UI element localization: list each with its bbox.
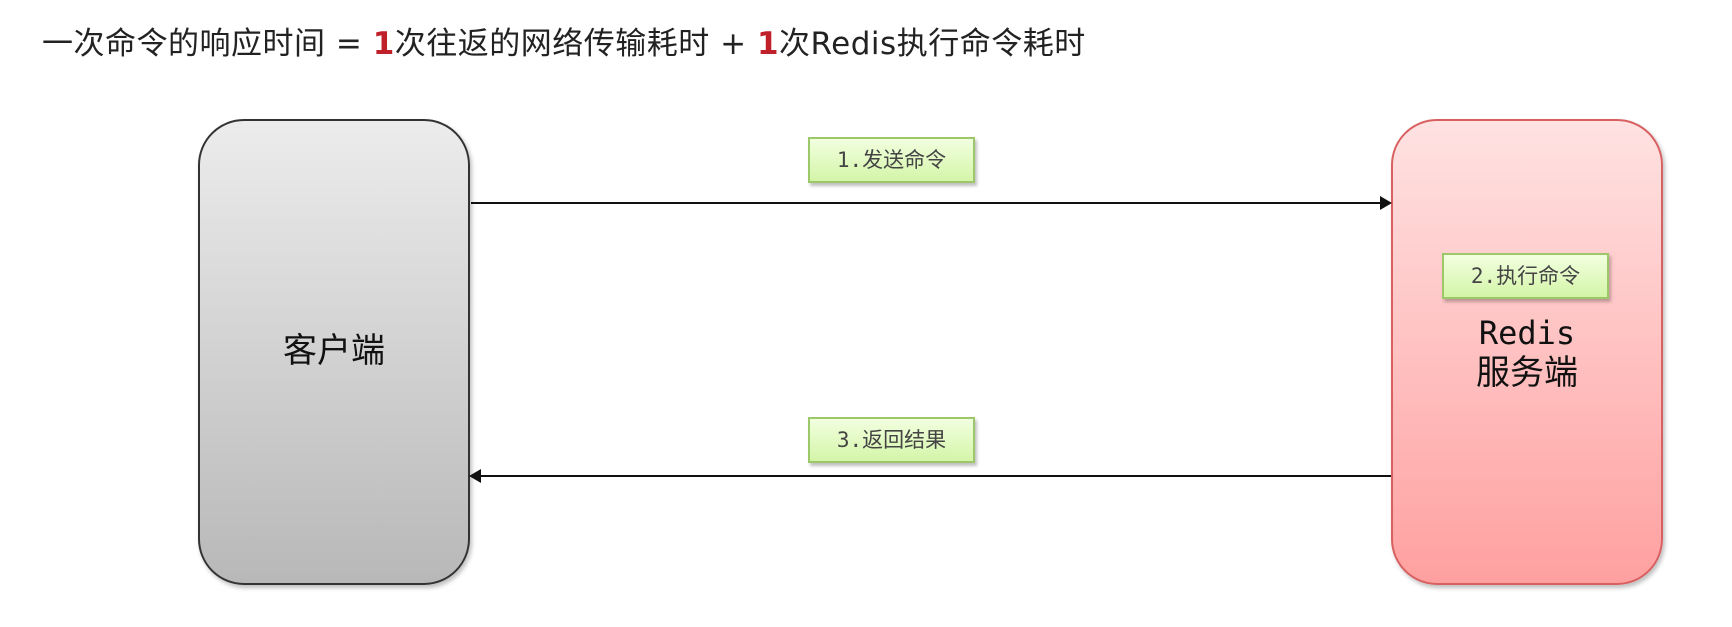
client-label: 客户端 <box>283 331 385 371</box>
client-box: 客户端 <box>198 119 470 585</box>
server-label-redis: Redis <box>1478 314 1576 352</box>
title-middle: 次往返的网络传输耗时 + <box>394 26 757 62</box>
title-prefix: 一次命令的响应时间 = <box>42 26 373 62</box>
server-label-service: 服务端 <box>1476 353 1578 393</box>
step-send-command: 1.发送命令 <box>808 137 975 183</box>
step-execute-command: 2.执行命令 <box>1442 253 1609 299</box>
response-arrow <box>469 469 1391 483</box>
title-num-2: 1 <box>756 26 780 62</box>
diagram-title: 一次命令的响应时间 = 1次往返的网络传输耗时 + 1次Redis执行命令耗时 <box>42 18 1086 63</box>
title-suffix: 次Redis执行命令耗时 <box>779 26 1086 62</box>
arrowhead-right-icon <box>1380 196 1392 210</box>
request-arrow <box>471 196 1392 210</box>
arrowhead-left-icon <box>469 469 481 483</box>
step-return-result: 3.返回结果 <box>808 417 975 463</box>
title-num-1: 1 <box>372 26 395 62</box>
redis-server-box: Redis 服务端 <box>1391 119 1663 585</box>
